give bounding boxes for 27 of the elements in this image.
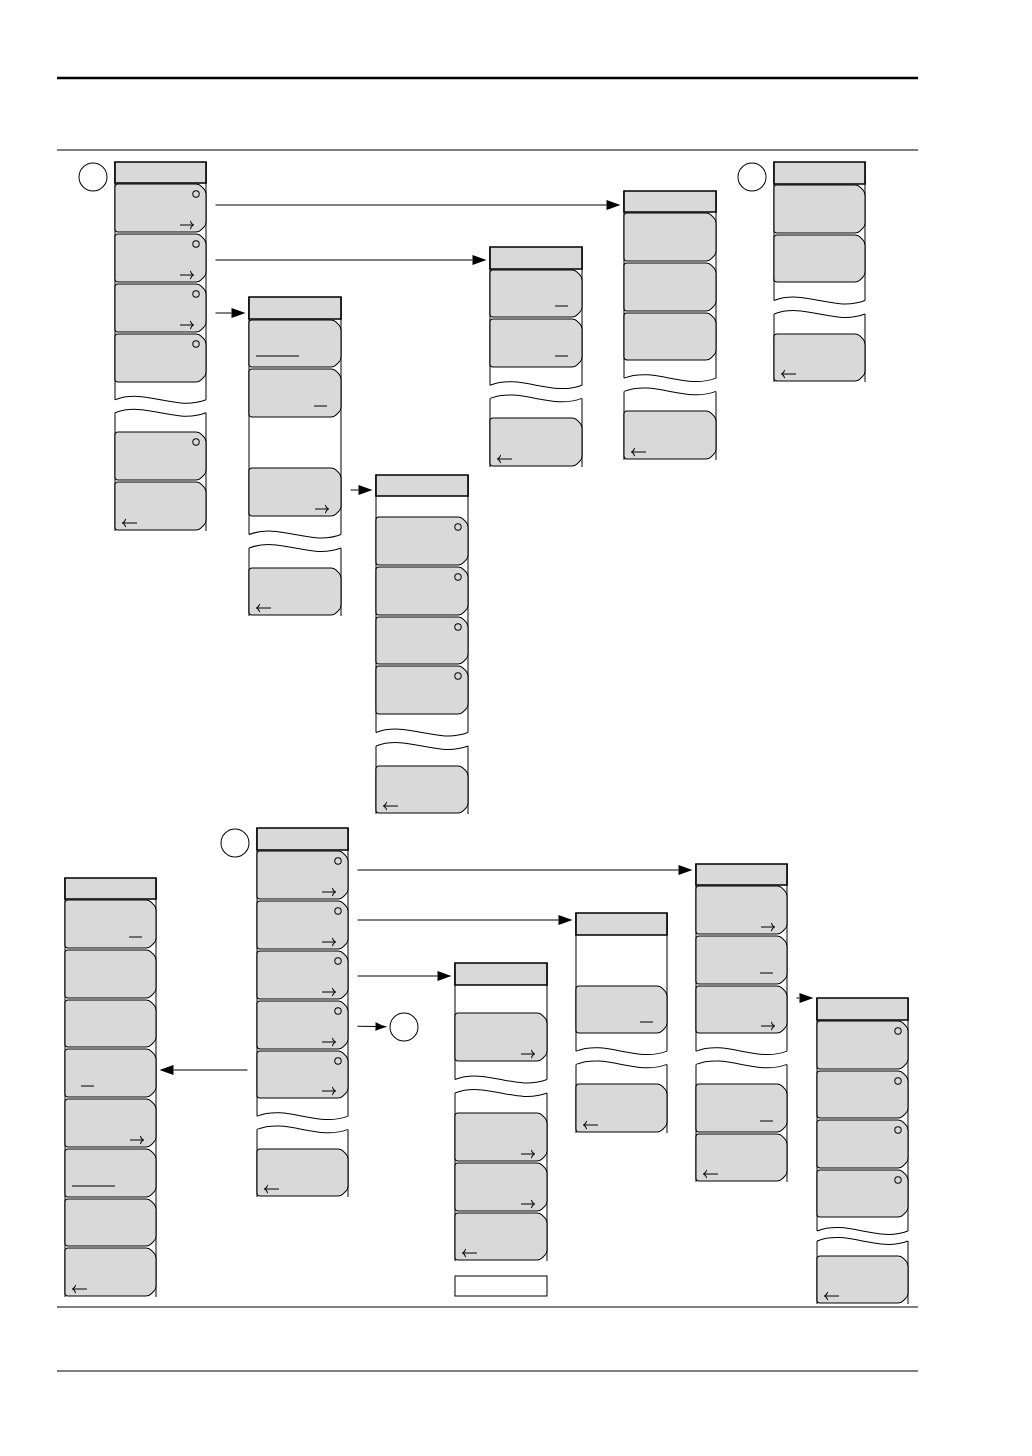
menu-column — [773, 161, 866, 383]
empty-box — [454, 1275, 548, 1297]
arrow — [215, 200, 621, 210]
menu-column — [623, 190, 717, 461]
arrow — [159, 1065, 248, 1075]
callout-circle — [220, 828, 250, 858]
arrow — [357, 971, 452, 981]
menu-column — [695, 863, 788, 1183]
callout-circle — [389, 1012, 419, 1042]
arrow — [350, 485, 373, 495]
callout-circle — [737, 162, 767, 192]
arrow — [357, 915, 573, 925]
callout-circle — [78, 162, 108, 192]
menu-column — [256, 827, 349, 1198]
arrow — [357, 865, 693, 875]
menu-column — [248, 296, 342, 617]
menu-column — [454, 962, 548, 1262]
menu-column — [816, 997, 909, 1305]
arrow — [215, 255, 487, 265]
arrow — [796, 993, 814, 1003]
menu-column — [575, 912, 668, 1134]
menu-column — [114, 161, 207, 532]
arrow — [215, 308, 246, 318]
menu-column — [64, 877, 157, 1298]
arrow — [357, 1022, 386, 1031]
menu-column — [489, 246, 583, 468]
menu-column — [375, 474, 469, 815]
